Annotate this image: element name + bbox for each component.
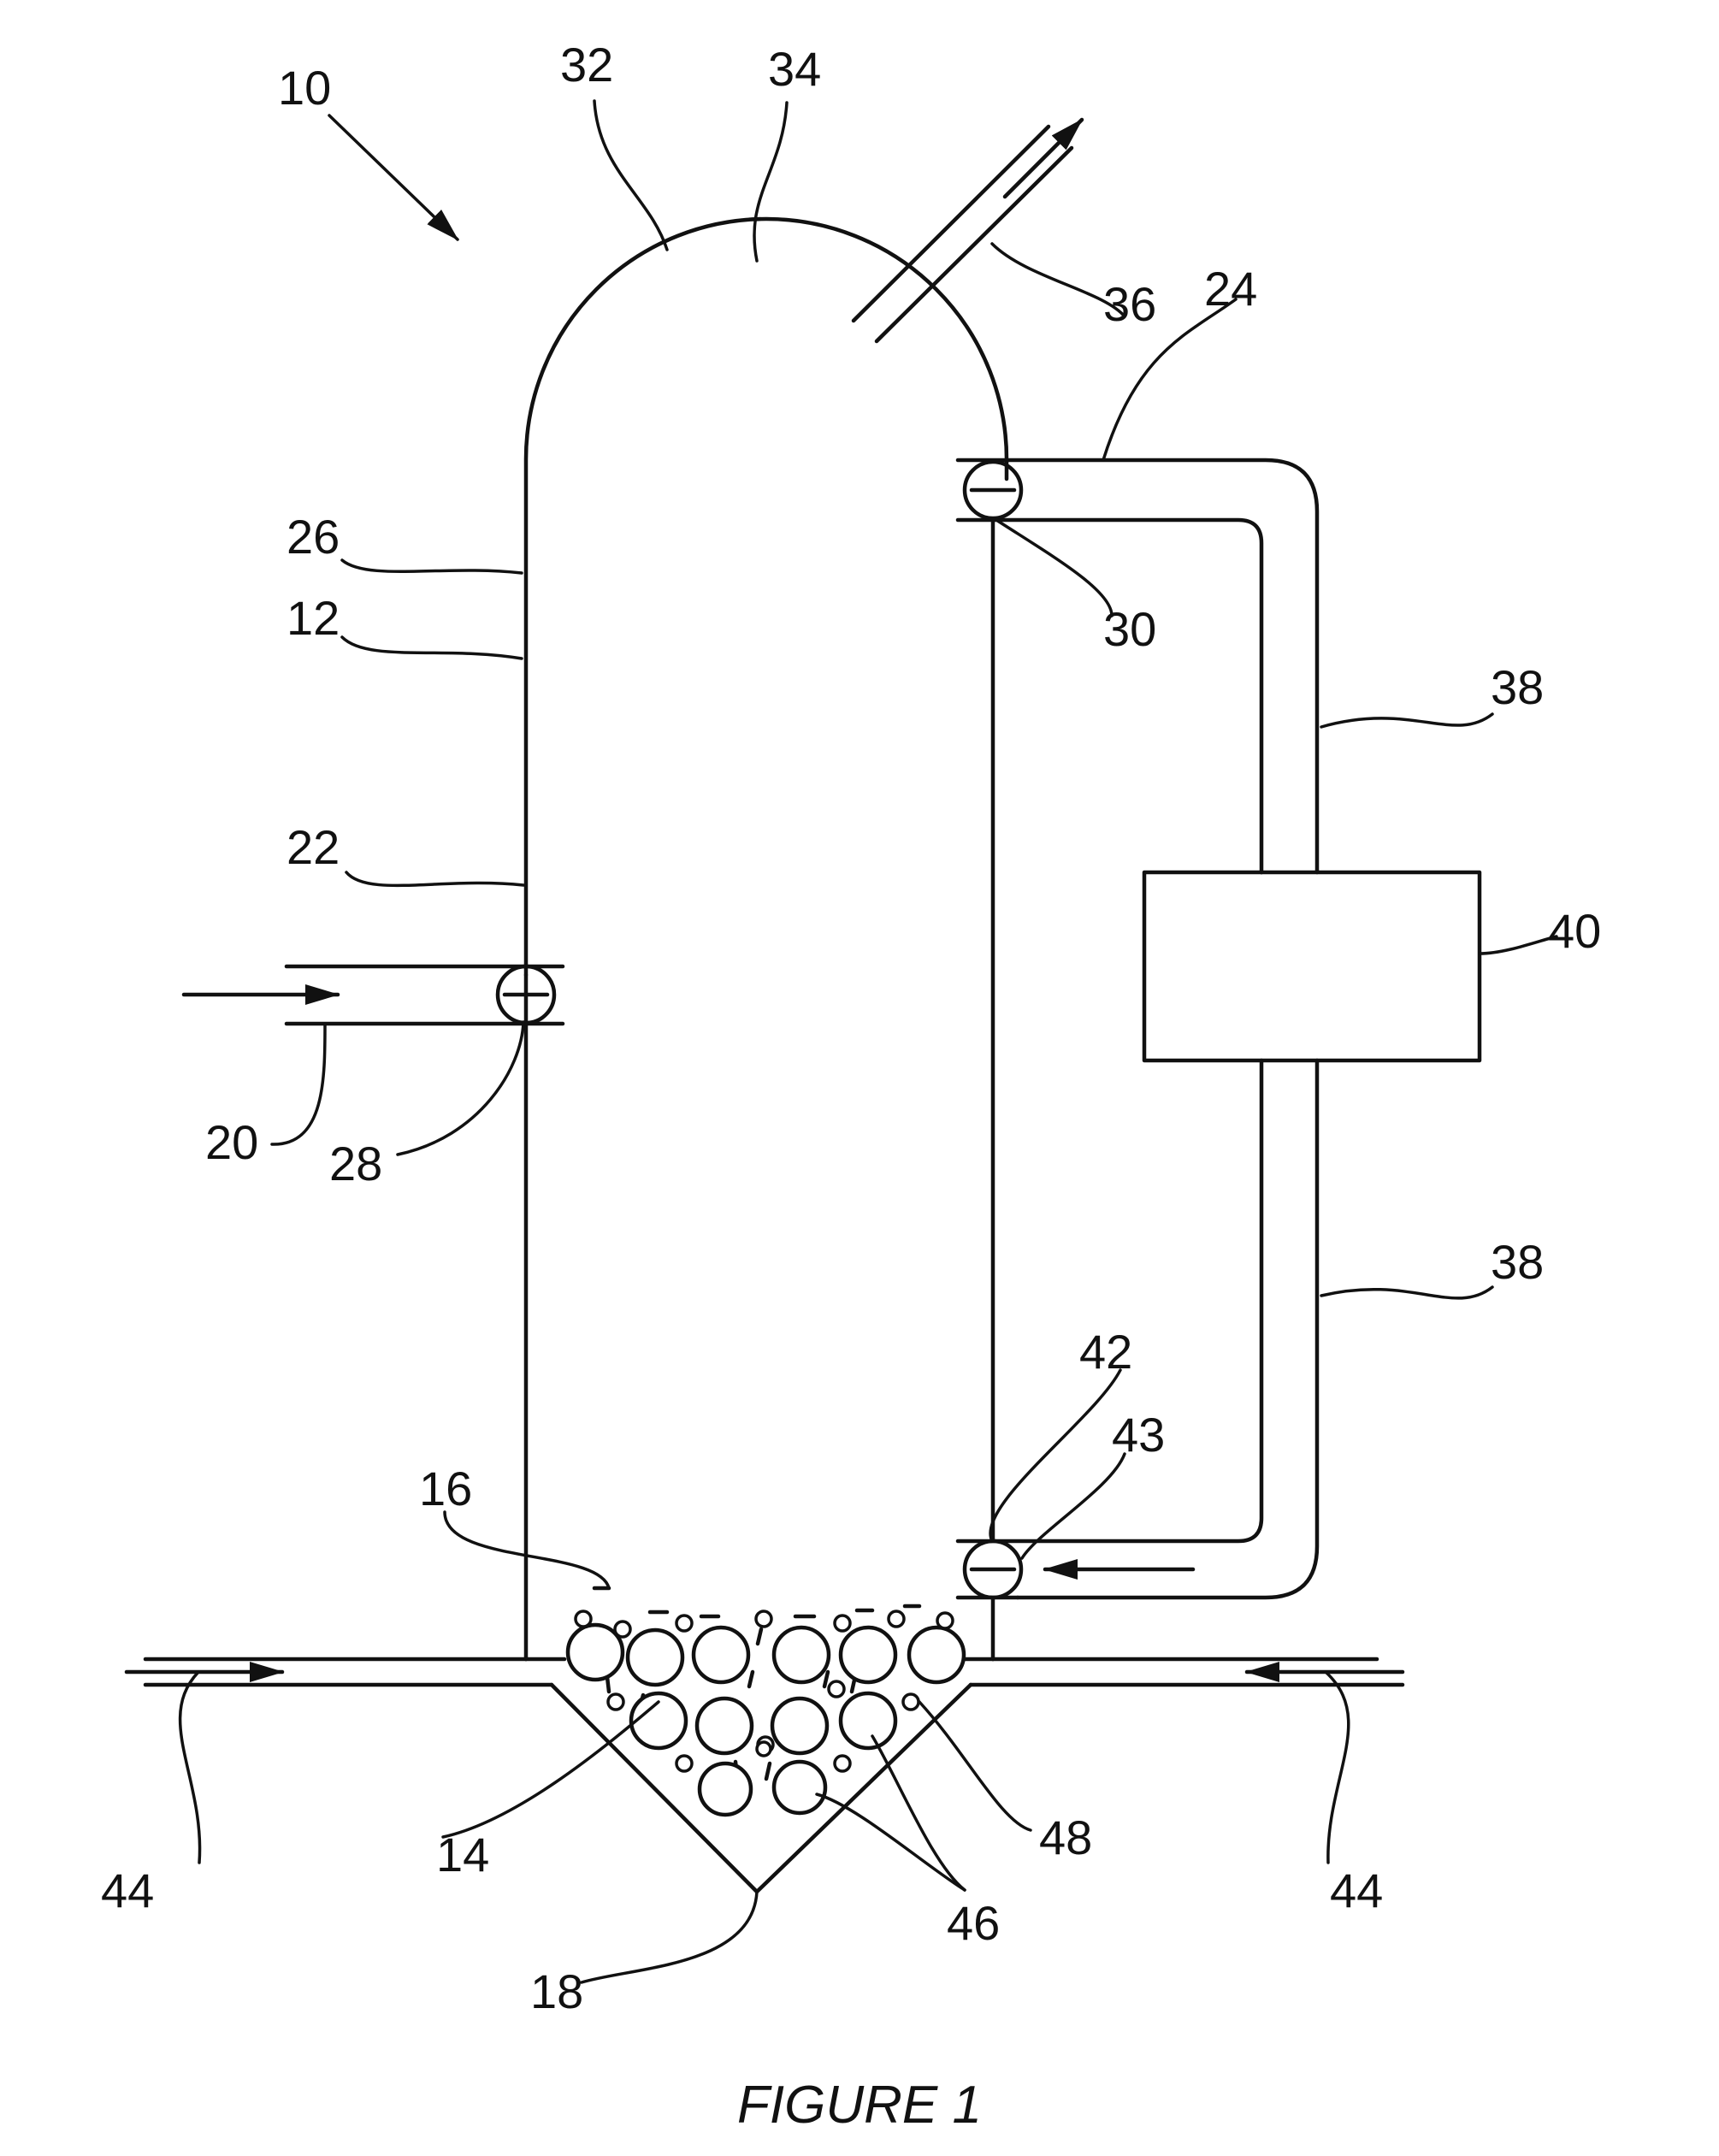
vessel-body [526,219,1007,1659]
particle-bed [568,1588,964,1815]
label-36: 36 [1103,277,1156,331]
label-18: 18 [530,1964,583,2018]
outlet-pipe [854,120,1082,341]
label-28: 28 [329,1137,382,1190]
label-22: 22 [286,820,340,874]
label-46: 46 [947,1896,1000,1950]
label-40: 40 [1548,904,1601,958]
label-14: 14 [436,1828,489,1881]
bottom-feed [127,1659,1403,1892]
label-30: 30 [1103,602,1156,656]
label-38-lower: 38 [1491,1235,1544,1289]
label-20: 20 [205,1115,258,1169]
label-12: 12 [286,591,340,645]
label-24: 24 [1204,262,1257,316]
figure-caption: FIGURE 1 [737,2076,982,2135]
return-valve [965,1541,1021,1598]
label-26: 26 [286,510,340,564]
label-32: 32 [560,38,613,92]
label-42: 42 [1079,1325,1132,1379]
recirculation-valve [965,462,1021,518]
label-34: 34 [768,42,821,96]
label-48: 48 [1039,1810,1092,1864]
label-16: 16 [419,1462,472,1515]
label-38-upper: 38 [1491,660,1544,714]
label-44-right: 44 [1330,1864,1383,1917]
label-44-left: 44 [101,1864,154,1917]
pump-box [1144,872,1480,1060]
label-10: 10 [278,61,331,115]
label-43: 43 [1112,1408,1165,1462]
